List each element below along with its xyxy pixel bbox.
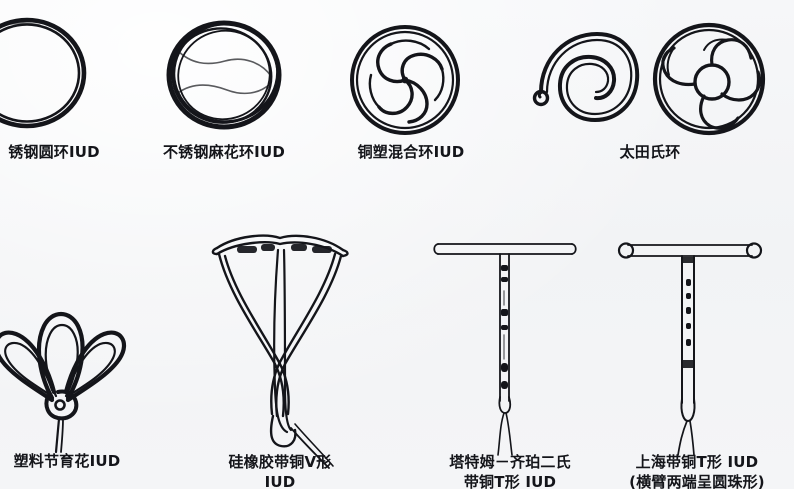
caption-text-line2: 带铜T形 IUD	[463, 473, 557, 489]
device-tatum-zipper-copper-t-iud	[430, 235, 580, 456]
caption-text-line1: 硅橡胶带铜V形	[228, 453, 332, 471]
caption-text: 铜塑混合环IUD	[357, 143, 465, 161]
device-ota-spoked-ring	[650, 20, 768, 138]
caption-text-line2: IUD	[264, 473, 296, 489]
caption-shanghai-copper-t-iud: 上海带铜T形 IUD (横臂两端呈圆珠形)	[600, 452, 794, 489]
device-ota-spiral	[527, 24, 643, 136]
caption-text: 锈钢圆环IUD	[8, 143, 100, 161]
caption-tatum-zipper-copper-t-iud: 塔特姆－齐珀二氏 带铜T形 IUD	[420, 452, 600, 489]
caption-text: 不锈钢麻花环IUD	[162, 143, 285, 161]
caption-copper-plastic-mixed-ring: 铜塑混合环IUD	[326, 143, 496, 162]
caption-stainless-steel-round-ring: 锈钢圆环IUD	[0, 143, 114, 162]
device-silicone-copper-v-iud	[205, 228, 355, 469]
caption-plastic-flower-iud: 塑料节育花IUD	[0, 452, 142, 471]
caption-text-line2: (横臂两端呈圆珠形)	[629, 473, 765, 489]
device-plastic-flower-iud	[0, 272, 142, 454]
caption-text: 塑料节育花IUD	[13, 452, 121, 470]
device-shanghai-copper-t-iud	[610, 235, 770, 456]
caption-text-line1: 上海带铜T形 IUD	[635, 453, 759, 471]
device-stainless-steel-twisted-ring	[163, 14, 285, 134]
caption-stainless-steel-twisted-ring: 不锈钢麻花环IUD	[134, 143, 314, 162]
device-stainless-steel-round-ring	[0, 14, 102, 132]
caption-silicone-copper-v-iud: 硅橡胶带铜V形 IUD	[205, 452, 355, 489]
caption-text: 太田氏环	[619, 143, 681, 161]
caption-text-line1: 塔特姆－齐珀二氏	[449, 453, 571, 471]
device-copper-plastic-mixed-ring	[347, 22, 463, 138]
caption-ota-ring: 太田氏环	[590, 143, 710, 162]
